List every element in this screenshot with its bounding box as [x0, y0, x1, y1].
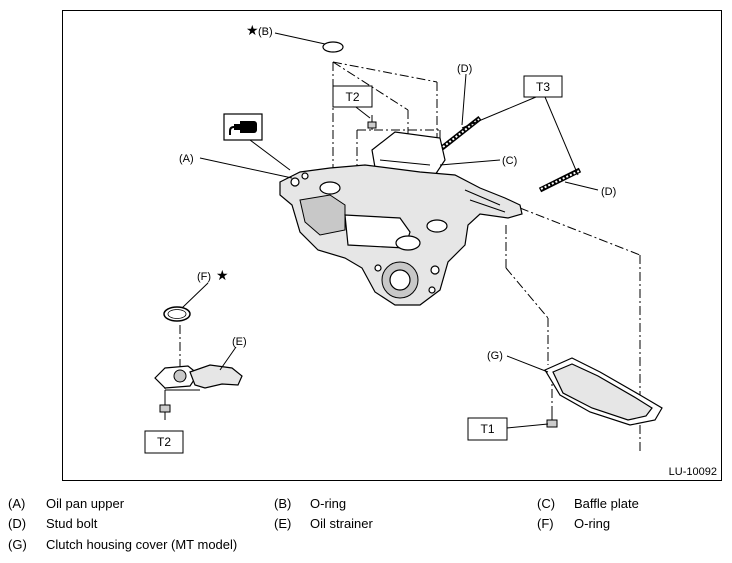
bolt-bottom-right: [546, 412, 558, 428]
leader-lines: [181, 32, 599, 429]
legend-text: O-ring: [310, 496, 347, 511]
legend-key: (A): [8, 496, 26, 511]
exploded-parts-diagram: ★ (B) (A) (C) (D) (D) (F) ★ (E) (G) T2 T…: [62, 10, 722, 481]
legend-key: (B): [274, 496, 292, 511]
legend-row-3: (G) Clutch housing cover (MT model): [0, 537, 732, 557]
bolt-top: [367, 115, 377, 130]
legend-text: Oil strainer: [310, 516, 373, 531]
callout-b: (B): [258, 26, 273, 38]
torque-box-t1: T1: [480, 422, 494, 436]
legend-text: Baffle plate: [574, 496, 639, 511]
torque-box-t2-top: T2: [345, 90, 359, 104]
legend-row-2: (D) Stud bolt (E) Oil strainer (F) O-rin…: [0, 516, 732, 536]
torque-box-t2-bottom: T2: [157, 435, 171, 449]
torque-box-t3: T3: [536, 80, 550, 94]
callout-a: (A): [179, 153, 194, 165]
diagram-frame: [62, 10, 722, 481]
callout-c: (C): [502, 155, 517, 167]
callout-e: (E): [232, 336, 247, 348]
liquid-gasket-icon: [223, 113, 263, 141]
legend-text: Clutch housing cover (MT model): [46, 537, 238, 552]
bolt-bottom-left: [159, 404, 171, 420]
callout-d-upper: (D): [457, 63, 472, 75]
callout-d-lower: (D): [601, 186, 616, 198]
star-b: ★: [246, 23, 259, 39]
legend-key: (F): [537, 516, 554, 531]
stud-bolt-lower: [538, 167, 582, 193]
legend-text: O-ring: [574, 516, 611, 531]
legend-row-1: (A) Oil pan upper (B) O-ring (C) Baffle …: [0, 496, 732, 516]
callout-f: (F): [197, 271, 211, 283]
figure-id: LU-10092: [669, 466, 717, 478]
legend-key: (G): [8, 537, 27, 552]
o-ring-b: [322, 41, 344, 53]
parts-legend: (A) Oil pan upper (B) O-ring (C) Baffle …: [0, 492, 732, 562]
legend-text: Stud bolt: [46, 516, 98, 531]
star-f: ★: [216, 268, 229, 284]
legend-key: (E): [274, 516, 292, 531]
oil-pan-upper: [279, 164, 523, 306]
legend-key: (C): [537, 496, 556, 511]
clutch-housing-cover: [544, 357, 663, 426]
oil-strainer: [154, 364, 243, 408]
callout-g: (G): [487, 350, 503, 362]
legend-key: (D): [8, 516, 27, 531]
legend-text: Oil pan upper: [46, 496, 125, 511]
